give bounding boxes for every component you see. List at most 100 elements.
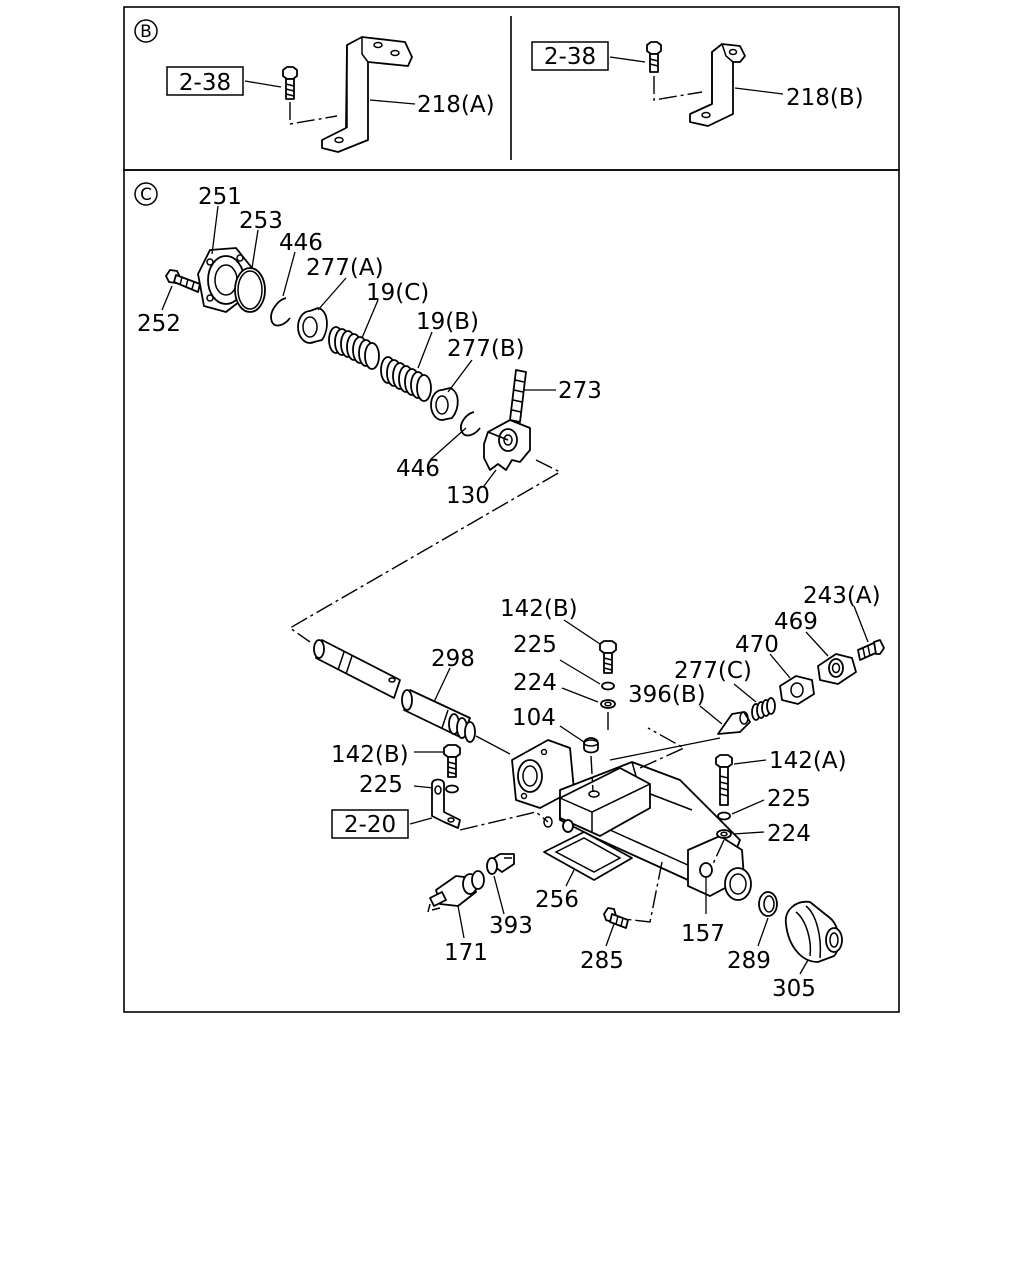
label-104: 104 bbox=[512, 705, 556, 731]
bushing-277b bbox=[430, 387, 459, 421]
label-19c: 19(C) bbox=[366, 280, 429, 306]
label-305: 305 bbox=[772, 976, 816, 1002]
label-251: 251 bbox=[198, 184, 242, 210]
label-298: 298 bbox=[431, 646, 475, 672]
label-243a: 243(A) bbox=[803, 583, 881, 609]
leader-142b-top bbox=[563, 619, 601, 645]
svg-text:2-38: 2-38 bbox=[179, 70, 231, 96]
label-225-left: 225 bbox=[359, 772, 403, 798]
assembly-line-218b bbox=[653, 76, 703, 101]
bolt-243a bbox=[857, 639, 885, 661]
washer-225-right bbox=[717, 811, 731, 821]
washer-224-right bbox=[716, 829, 732, 839]
leader-277c bbox=[733, 683, 757, 703]
leader-218b bbox=[734, 87, 784, 95]
bolt-393 bbox=[486, 853, 515, 875]
section-b-marker: B bbox=[134, 19, 158, 43]
reference-box-2-20[interactable]: 2-20 bbox=[331, 809, 409, 839]
block-130 bbox=[483, 419, 531, 471]
plug-104 bbox=[583, 737, 599, 754]
leader-171 bbox=[457, 905, 465, 939]
pin-273 bbox=[509, 369, 527, 423]
label-142b-top: 142(B) bbox=[500, 596, 578, 622]
label-396b: 396(B) bbox=[628, 682, 706, 708]
svg-text:B: B bbox=[140, 22, 152, 42]
leader-218a bbox=[369, 99, 416, 105]
label-256: 256 bbox=[535, 887, 579, 913]
leader-243a bbox=[853, 605, 869, 643]
leader-104 bbox=[559, 725, 585, 743]
svg-text:C: C bbox=[140, 185, 152, 205]
label-142a: 142(A) bbox=[769, 748, 847, 774]
o-ring-253 bbox=[234, 267, 266, 313]
label-225-right: 225 bbox=[767, 786, 811, 812]
assembly-line-218a bbox=[289, 102, 338, 125]
leader-277a bbox=[317, 277, 347, 311]
label-157: 157 bbox=[681, 921, 725, 947]
bracket-2-20 bbox=[431, 778, 461, 829]
label-470: 470 bbox=[735, 632, 779, 658]
label-218b: 218(B) bbox=[786, 85, 864, 111]
leader-142a bbox=[733, 759, 767, 765]
label-446-bottom: 446 bbox=[396, 456, 440, 482]
label-142b-left: 142(B) bbox=[331, 742, 409, 768]
leader-2-38-right bbox=[609, 56, 646, 63]
label-277c: 277(C) bbox=[674, 658, 752, 684]
leader-252 bbox=[161, 285, 173, 311]
bolt-142a bbox=[715, 754, 733, 806]
label-277b: 277(B) bbox=[447, 336, 525, 362]
label-19b: 19(B) bbox=[416, 309, 479, 335]
assembly-line-130-shaft bbox=[288, 459, 562, 643]
gasket-470 bbox=[779, 675, 815, 705]
leader-298 bbox=[433, 667, 451, 703]
leader-130 bbox=[483, 469, 497, 487]
ring-289 bbox=[758, 891, 778, 917]
snap-ring-446-bottom bbox=[460, 411, 481, 437]
line-396-housing bbox=[609, 737, 721, 761]
leader-224-right bbox=[732, 831, 765, 835]
leader-289 bbox=[757, 917, 769, 947]
assembly-line-142a bbox=[711, 839, 725, 867]
leader-469 bbox=[805, 631, 829, 657]
leader-2-38-left bbox=[244, 80, 282, 88]
label-253: 253 bbox=[239, 208, 283, 234]
assembly-line-104 bbox=[590, 755, 594, 793]
label-393: 393 bbox=[489, 913, 533, 939]
reference-box-2-38-left[interactable]: 2-38 bbox=[166, 66, 244, 96]
bolt-142b-top bbox=[599, 640, 617, 674]
bolt-252 bbox=[165, 269, 201, 293]
leader-224-top bbox=[561, 687, 599, 703]
leader-393 bbox=[493, 875, 505, 915]
washer-225-left bbox=[445, 784, 459, 794]
housing bbox=[511, 739, 752, 901]
assembly-line-2-20 bbox=[459, 811, 549, 831]
spring-277c bbox=[751, 697, 776, 721]
bolt-285 bbox=[603, 907, 629, 929]
leader-19c bbox=[361, 299, 379, 339]
bolt-2-38-left bbox=[282, 66, 298, 100]
leader-2-20 bbox=[409, 817, 433, 825]
label-289: 289 bbox=[727, 948, 771, 974]
assembly-line-396-housing bbox=[639, 727, 686, 769]
snap-ring-446-top bbox=[270, 297, 291, 327]
label-252: 252 bbox=[137, 311, 181, 337]
spring-19c bbox=[328, 326, 380, 370]
label-218a: 218(A) bbox=[417, 92, 495, 118]
leader-277b bbox=[447, 359, 473, 393]
section-c-marker: C bbox=[134, 182, 158, 206]
line-298-housing bbox=[475, 735, 511, 755]
leader-225-top bbox=[559, 659, 601, 685]
bracket-218a bbox=[321, 36, 413, 153]
plunger-396b bbox=[717, 711, 751, 735]
section-c-frame bbox=[123, 169, 900, 1013]
leader-305 bbox=[799, 959, 809, 975]
label-225-top: 225 bbox=[513, 632, 557, 658]
label-224-right: 224 bbox=[767, 821, 811, 847]
reference-box-2-38-right[interactable]: 2-38 bbox=[531, 41, 609, 71]
washer-225-top bbox=[601, 681, 615, 691]
assembly-line-285 bbox=[615, 861, 663, 923]
label-469: 469 bbox=[774, 609, 818, 635]
bolt-142b-left bbox=[443, 744, 461, 778]
